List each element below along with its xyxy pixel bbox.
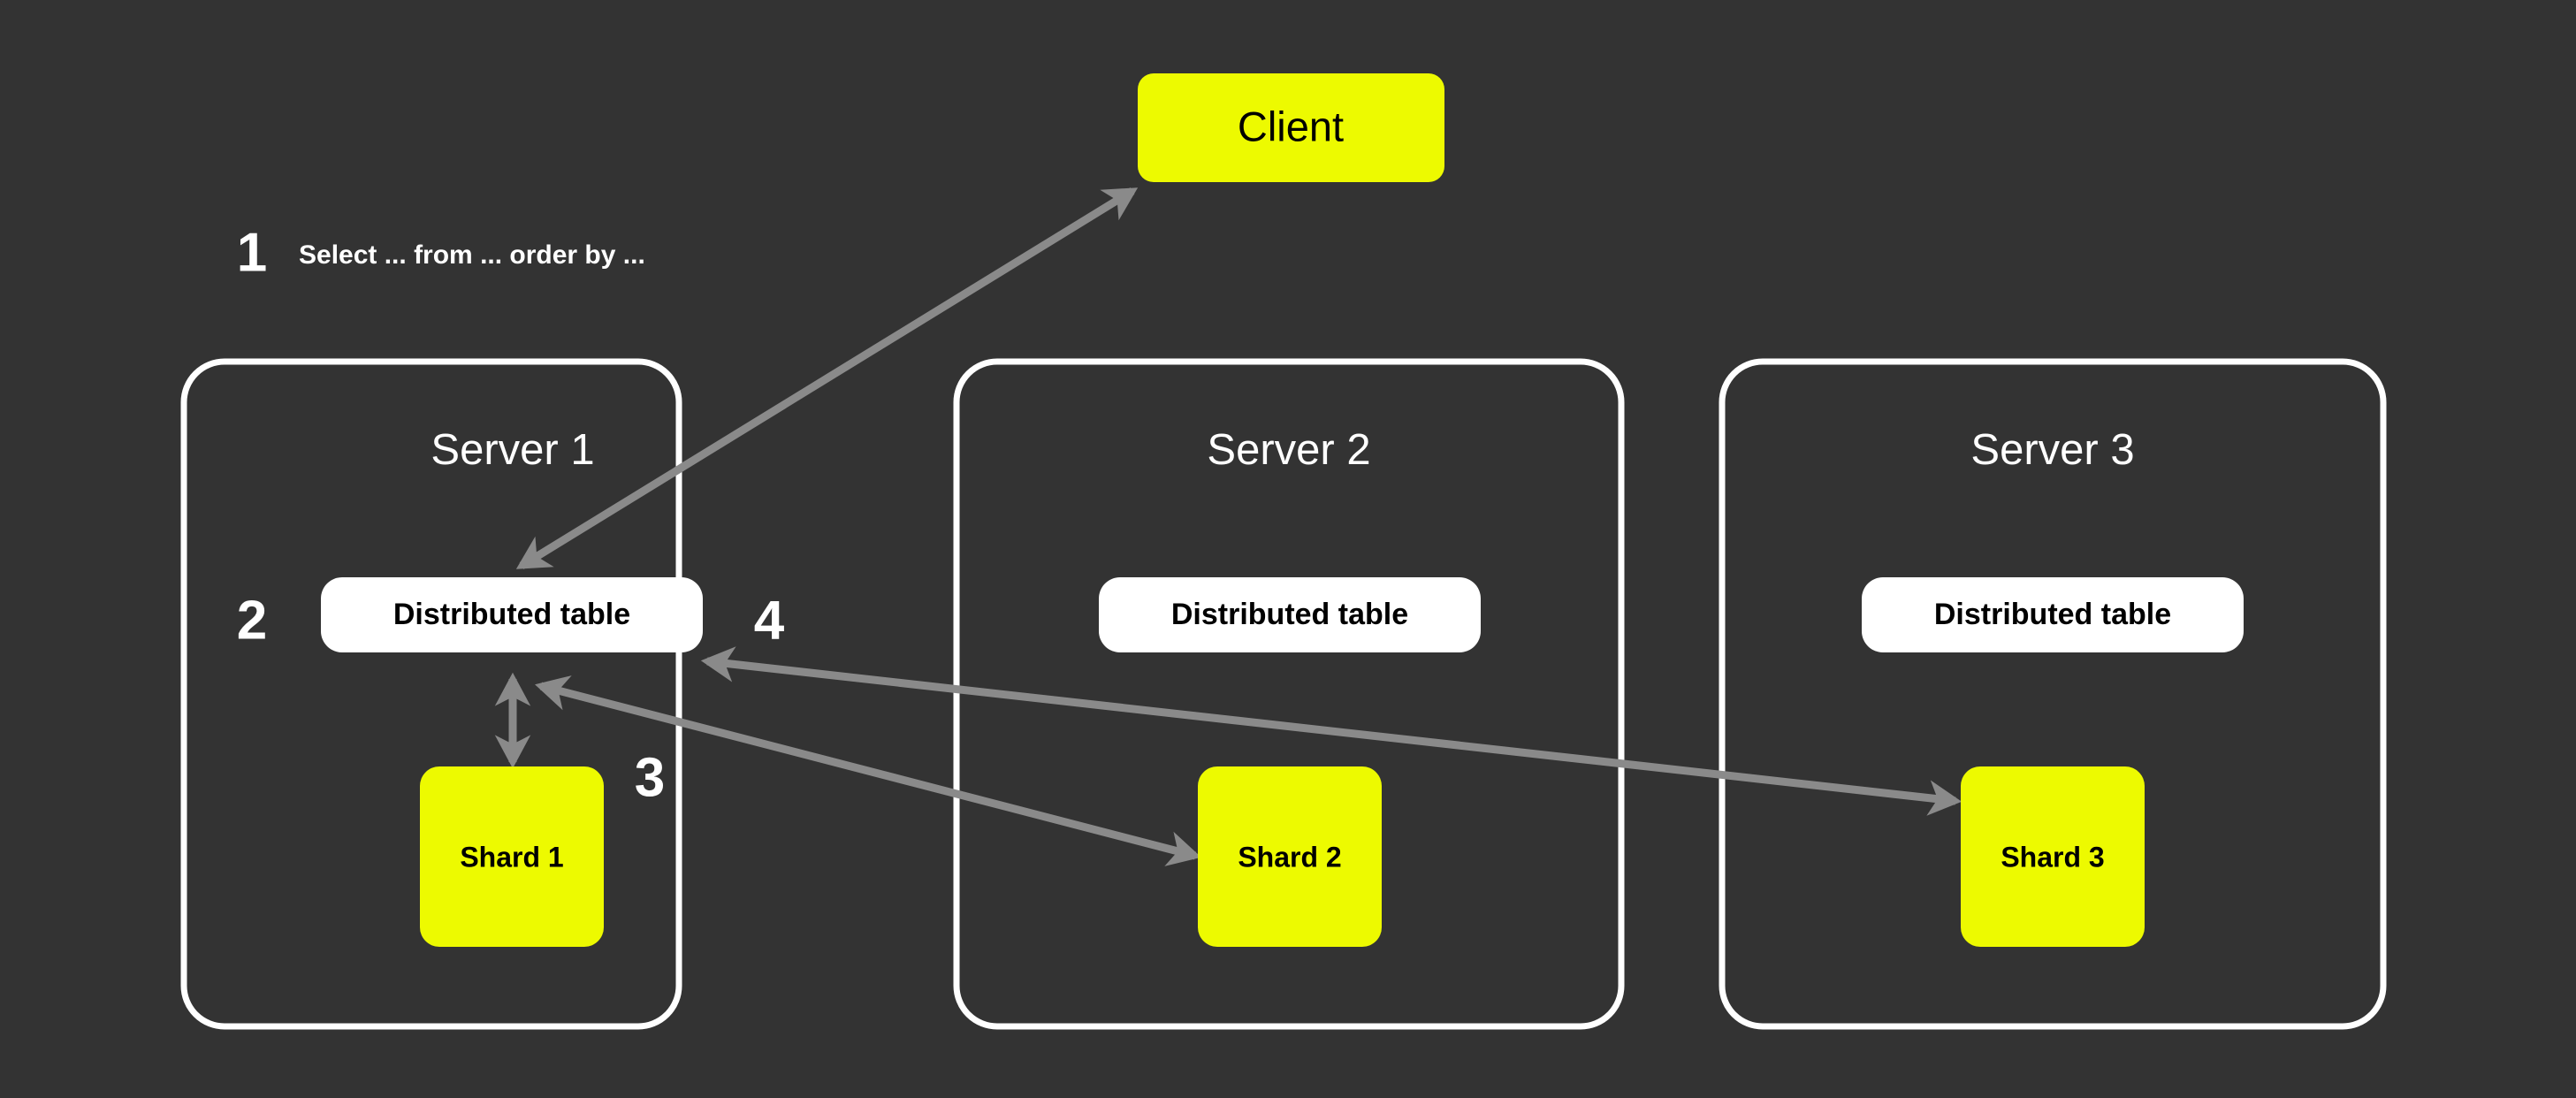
step-number-3: 3 (635, 747, 665, 808)
server-1-title: Server 1 (431, 426, 594, 474)
distributed-table-1-box (321, 577, 703, 652)
distributed-table-server-1[interactable]: Distributed table (321, 577, 703, 652)
shard-1-node[interactable]: Shard 1 (420, 766, 604, 947)
shard-2-label: Shard 2 (1238, 841, 1341, 873)
server-2-title: Server 2 (1207, 426, 1370, 474)
distributed-table-3-box (1862, 577, 2244, 652)
distributed-table-2-box (1099, 577, 1481, 652)
distributed-table-2-label: Distributed table (1171, 598, 1408, 631)
shard-2-node[interactable]: Shard 2 (1198, 766, 1382, 947)
distributed-table-3-label: Distributed table (1934, 598, 2171, 631)
client-node[interactable]: Client (1138, 73, 1444, 182)
client-box (1138, 73, 1444, 182)
client-label: Client (1238, 103, 1344, 149)
shard-3-label: Shard 3 (2001, 841, 2104, 873)
shard-1-label: Shard 1 (460, 841, 563, 873)
arrow-distributed-table-to-shard-3 (700, 646, 1962, 816)
query-text: Select ... from ... order by ... (299, 240, 645, 270)
shard-2-box (1198, 766, 1382, 947)
shard-3-node[interactable]: Shard 3 (1961, 766, 2145, 947)
connection-arrows (494, 187, 1962, 866)
shard-1-box (420, 766, 604, 947)
query-step-1: 1 Select ... from ... order by ... (237, 222, 645, 283)
distributed-table-1-label: Distributed table (393, 598, 630, 631)
shard-3-box (1961, 766, 2145, 947)
step-number-2: 2 (237, 590, 267, 651)
server-3-title: Server 3 (1970, 426, 2134, 474)
arrow-client-to-distributed-table (515, 187, 1139, 569)
distributed-table-server-2[interactable]: Distributed table (1099, 577, 1481, 652)
step-number-4: 4 (754, 590, 785, 651)
step-number-1: 1 (237, 222, 267, 283)
distributed-table-server-3[interactable]: Distributed table (1862, 577, 2244, 652)
